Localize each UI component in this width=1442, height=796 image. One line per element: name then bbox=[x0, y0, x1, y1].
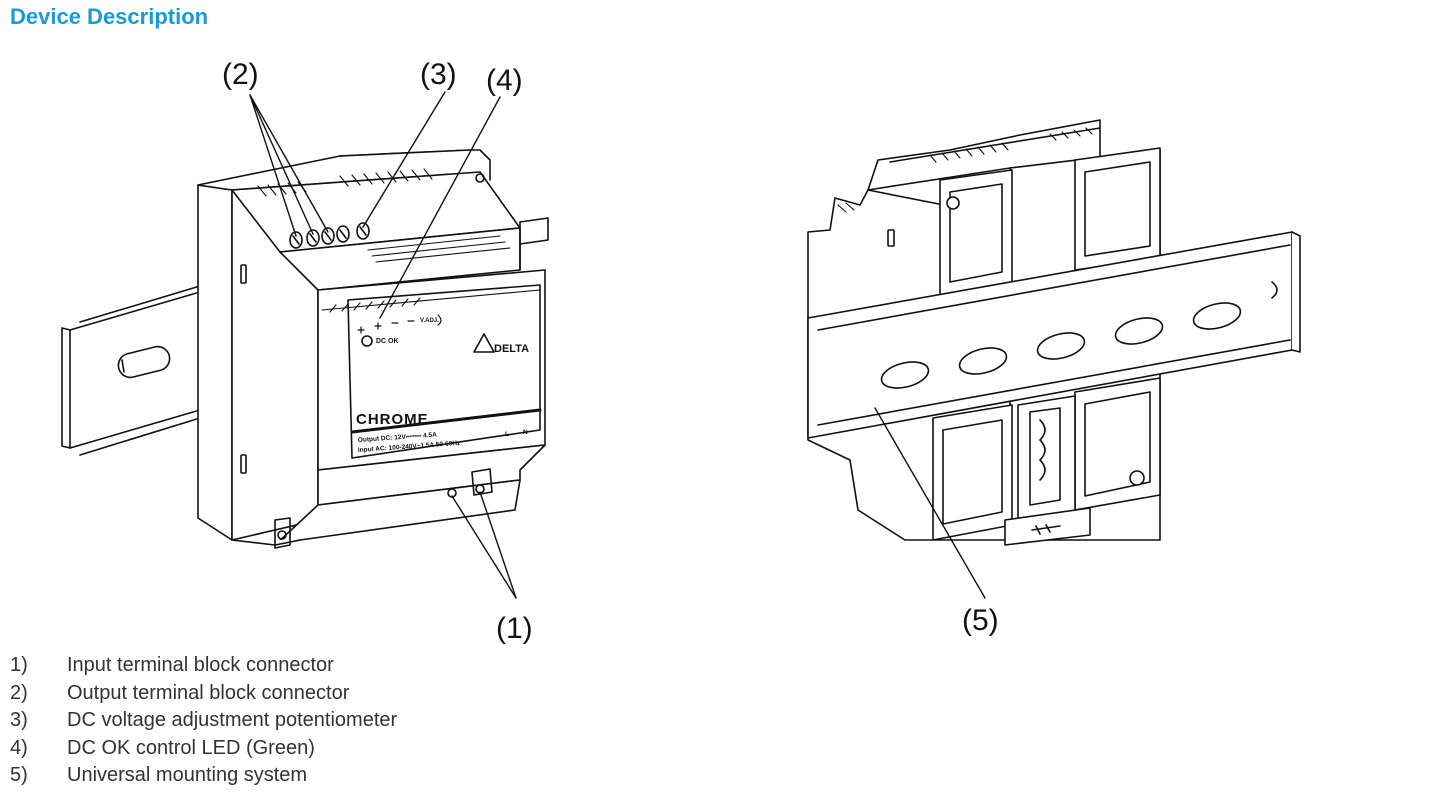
output-terminal-screws bbox=[289, 225, 350, 249]
legend-item: 5) Universal mounting system bbox=[10, 762, 397, 790]
legend-item: 1) Input terminal block connector bbox=[10, 652, 397, 680]
front-view bbox=[61, 149, 549, 549]
callout-2: (2) bbox=[222, 58, 259, 91]
device-illustration: DC OK V.ADJ. DELTA CHROME Output DC: 12V… bbox=[61, 58, 1301, 645]
legend-text: DC OK control LED (Green) bbox=[67, 736, 315, 759]
legend-number: 5) bbox=[10, 764, 28, 786]
brand-label: DELTA bbox=[494, 343, 529, 355]
legend-text: DC voltage adjustment potentiometer bbox=[67, 709, 398, 731]
terminal-n-label: N bbox=[523, 429, 528, 436]
legend-list: 1) Input terminal block connector 2) Outpu… bbox=[10, 652, 397, 790]
terminal-slots bbox=[257, 168, 541, 313]
v-adj-label: V.ADJ. bbox=[420, 318, 439, 324]
callout-4: (4) bbox=[486, 64, 523, 97]
terminal-l-label: L bbox=[505, 431, 509, 438]
mounting-latch bbox=[932, 377, 1161, 546]
delta-logo-icon bbox=[473, 333, 495, 353]
leader-lines-front bbox=[249, 91, 517, 599]
legend-number: 2) bbox=[10, 681, 28, 704]
front-panel-symbols bbox=[357, 314, 442, 334]
page-title: Device Description bbox=[10, 4, 209, 29]
legend-text: Universal mounting system bbox=[67, 764, 308, 786]
legend-number: 4) bbox=[10, 736, 28, 759]
product-line-label: CHROME bbox=[356, 411, 429, 428]
callout-1: (1) bbox=[496, 612, 533, 645]
rear-slots bbox=[837, 127, 1093, 213]
legend-item: 4) DC OK control LED (Green) bbox=[10, 735, 397, 763]
callout-5: (5) bbox=[962, 604, 999, 637]
dc-ok-label: DC OK bbox=[376, 338, 399, 345]
din-rail-rear bbox=[807, 231, 1301, 439]
callout-3: (3) bbox=[420, 58, 457, 91]
legend-item: 2) Output terminal block connector bbox=[10, 680, 397, 708]
leader-lines-rear bbox=[874, 407, 986, 599]
legend-number: 3) bbox=[10, 709, 28, 731]
power-supply-body bbox=[197, 149, 546, 546]
legend-text: Input terminal block connector bbox=[67, 654, 334, 676]
rear-view bbox=[807, 119, 1301, 546]
potentiometer-screw bbox=[356, 222, 370, 240]
legend-item: 3) DC voltage adjustment potentiometer bbox=[10, 707, 397, 735]
legend-text: Output terminal block connector bbox=[67, 681, 350, 704]
dc-ok-led bbox=[361, 335, 373, 347]
legend-number: 1) bbox=[10, 654, 28, 676]
